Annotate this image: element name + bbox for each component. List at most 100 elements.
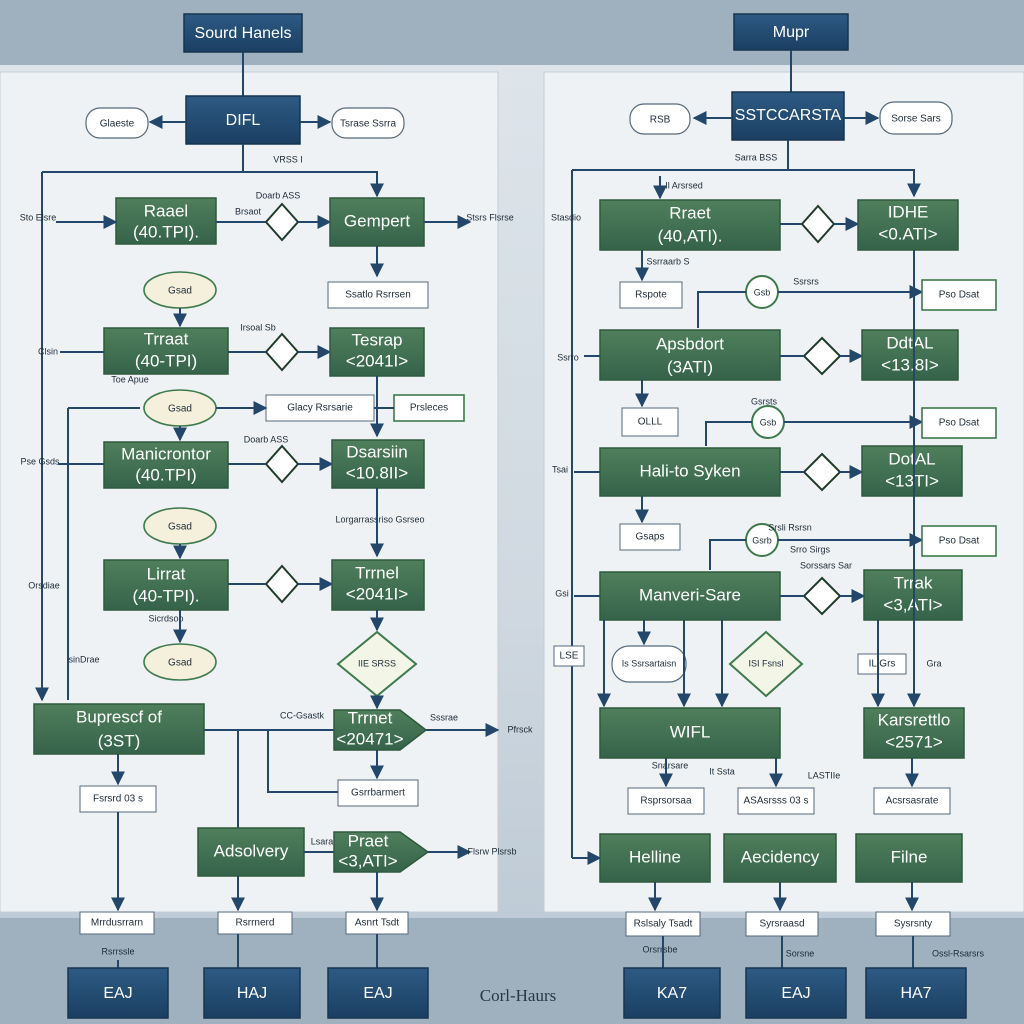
right-small-3[interactable]: [619, 523, 681, 551]
right-bottom-tile-3[interactable]: [855, 833, 963, 883]
left-cloud-1-text: Gsad: [168, 286, 192, 297]
right-row1-left-title: Rraet: [669, 203, 711, 222]
right-row3-right[interactable]: [861, 445, 963, 497]
footer-center-label: Corl-Haurs: [480, 986, 556, 1005]
right-side-box-2[interactable]: [921, 407, 997, 439]
right-pill[interactable]: [611, 645, 687, 683]
left-side-5: Orsdiae: [28, 580, 60, 590]
left-big-sub: (3ST): [98, 731, 141, 750]
left-lower-mid[interactable]: [333, 831, 430, 873]
right-small-3-text: Gsaps: [636, 532, 665, 543]
left-row2-right-title: Tesrap: [351, 330, 402, 349]
right-small-1[interactable]: [619, 281, 683, 309]
right-footer-tile-1-text: KA7: [657, 985, 687, 1002]
right-side-box-3[interactable]: [921, 525, 997, 557]
left-cloud-4: [143, 643, 217, 681]
right-row3-left[interactable]: [599, 447, 781, 497]
right-small-row5-2[interactable]: [737, 787, 815, 815]
right-footer-tile-3[interactable]: [865, 967, 967, 1019]
left-bottom-label-1-text: Mrrdusrrarn: [91, 918, 143, 929]
right-big-box[interactable]: [599, 707, 781, 759]
left-bottom-label-2[interactable]: [217, 911, 293, 935]
right-bottom-tile-2[interactable]: [723, 833, 837, 883]
left-side-4: Pse Gsds: [20, 456, 60, 466]
right-row4-diamond[interactable]: [802, 576, 842, 616]
left-side-3: Toe Apue: [111, 374, 149, 384]
right-side-3: Tsai: [552, 464, 568, 474]
left-row2-diamond[interactable]: [264, 332, 300, 372]
left-side-1: Sto Elsre: [20, 212, 57, 222]
right-row4-left-title: Manveri-Sare: [639, 585, 741, 604]
left-row1-left[interactable]: [115, 197, 217, 245]
right-side-2: Ssrro: [557, 352, 579, 362]
left-row3-diamond[interactable]: [264, 444, 300, 484]
left-side-6: sinDrae: [68, 654, 99, 664]
right-title-box[interactable]: [733, 13, 849, 51]
left-box-gstrin[interactable]: [337, 779, 419, 807]
left-small-3[interactable]: [393, 394, 465, 422]
right-row2-right[interactable]: [861, 329, 959, 381]
left-box-ftsrd[interactable]: [79, 785, 157, 813]
right-bottom-tile-1[interactable]: [599, 833, 711, 883]
left-small-1[interactable]: [327, 281, 429, 309]
left-row4-right[interactable]: [331, 559, 425, 611]
left-title-box[interactable]: [183, 13, 303, 53]
right-bottom-ann-2: Sorsne: [786, 948, 815, 958]
left-cloud-2-text: Gsad: [168, 404, 192, 415]
left-row4-left-sub: (40-TPI).: [132, 586, 199, 605]
right-side-box-1[interactable]: [921, 279, 997, 311]
right-small-l-text: LSE: [560, 651, 579, 662]
left-row4-diamond[interactable]: [264, 564, 300, 604]
left-row4-right-title: Trrnel: [355, 563, 399, 582]
right-bottom-label-1[interactable]: [625, 911, 701, 937]
right-row1-right[interactable]: [857, 199, 959, 251]
right-ann-top2: Il Arsrsed: [665, 180, 703, 190]
left-adsolvery-text: Adsolvery: [214, 841, 289, 860]
right-row5-ann: Snarsare: [652, 760, 689, 770]
right-decision-diamond[interactable]: [728, 630, 804, 698]
right-footer-tile-3-text: HA7: [900, 985, 931, 1002]
left-row2-right[interactable]: [329, 327, 425, 377]
left-bottom-label-1[interactable]: [79, 911, 155, 935]
right-big-right[interactable]: [863, 707, 965, 759]
left-row1-diamond[interactable]: [264, 202, 300, 242]
left-small-2-text: Glacy Rsrsarie: [287, 403, 353, 414]
right-small-l[interactable]: [553, 645, 585, 667]
left-row4-left[interactable]: [103, 559, 229, 611]
left-bubble-r-text: Tsrase Ssrra: [340, 119, 397, 130]
right-row1-diamond[interactable]: [800, 204, 836, 244]
right-row3-diamond[interactable]: [802, 452, 842, 492]
left-row3-right[interactable]: [331, 439, 425, 489]
right-bottom-label-1-text: Rslsaly Tsadt: [634, 919, 693, 930]
right-small-r2[interactable]: [857, 653, 907, 675]
right-footer-tile-2[interactable]: [745, 967, 847, 1019]
left-row1-left-sub: (40.TPI).: [133, 222, 199, 241]
right-small-row5-3[interactable]: [873, 787, 951, 815]
right-small-row5-1[interactable]: [627, 787, 705, 815]
left-box-gstrin-text: Gsrrbarmert: [351, 788, 405, 799]
left-row1-right[interactable]: [329, 197, 425, 247]
right-small-2[interactable]: [621, 407, 679, 437]
left-footer-tile-2-text: HAJ: [237, 985, 267, 1002]
left-row3-left-sub: (40.TPI): [135, 465, 196, 484]
left-big-mid[interactable]: [333, 709, 428, 751]
right-row4-left[interactable]: [599, 571, 781, 621]
right-row3-left-title: Hali-to Syken: [639, 461, 740, 480]
left-big-box[interactable]: [33, 703, 205, 755]
left-ann-row3: Doarb ASS: [244, 434, 289, 444]
right-row1-left[interactable]: [599, 199, 781, 251]
right-bottom-tile-2-text: Aecidency: [741, 847, 820, 866]
right-footer-tile-2-text: EAJ: [781, 985, 810, 1002]
right-footer-tile-1[interactable]: [623, 967, 721, 1019]
left-footer-tile-2[interactable]: [203, 967, 301, 1019]
left-footer-tile-3[interactable]: [327, 967, 429, 1019]
left-row3-right-title: Dsarsiin: [346, 442, 407, 461]
right-side-box-3-text: Pso Dsat: [939, 536, 980, 547]
left-footer-tile-1[interactable]: [67, 967, 169, 1019]
right-bottom-label-3[interactable]: [875, 911, 951, 937]
right-bottom-label-2[interactable]: [745, 911, 819, 937]
right-row2-diamond[interactable]: [802, 336, 842, 376]
right-ann-row4: Srsli Rsrsn: [768, 522, 812, 532]
left-start-box[interactable]: [185, 95, 301, 145]
right-ann-row3: Gsrsts: [751, 396, 777, 406]
